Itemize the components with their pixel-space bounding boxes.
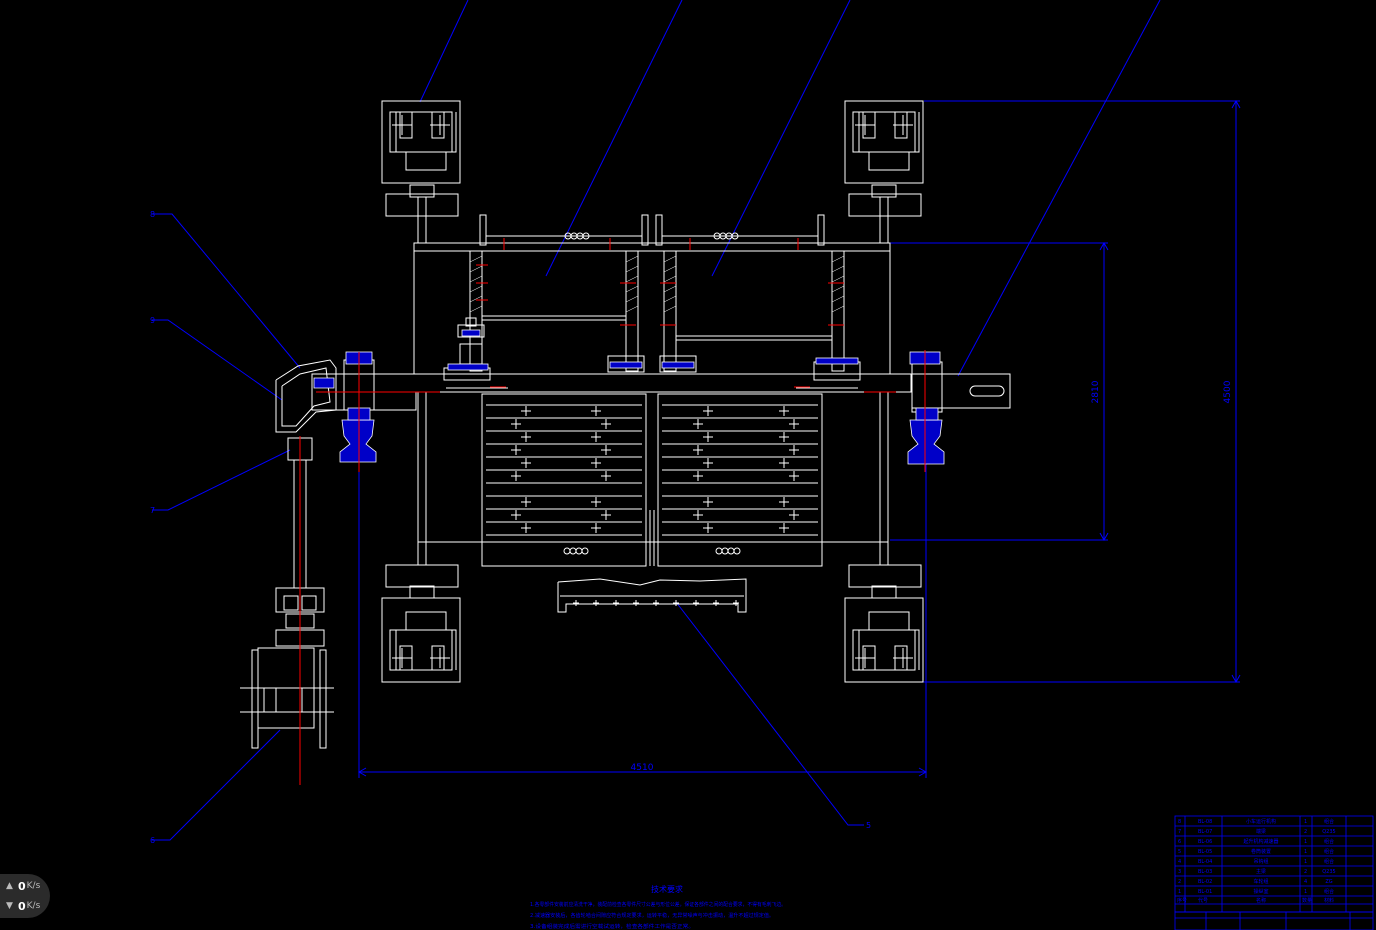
hatching: [469, 255, 845, 313]
bom-row-2-qty: 2: [1304, 829, 1307, 835]
bom-row-8-code: BL-01: [1198, 889, 1212, 895]
bom-header-name: 名称: [1256, 897, 1266, 904]
dim-bottom-width: 4510: [631, 763, 654, 773]
bom-row-3-mat: 组合: [1324, 838, 1334, 845]
bom-row-1-no: 8: [1178, 819, 1181, 825]
arrow-down-icon: ▼: [6, 901, 13, 911]
leader-lines: [152, 0, 1241, 841]
blue-filled-parts: [313, 329, 945, 465]
bom-row-1-name: 小车运行机构: [1246, 818, 1276, 825]
bom-row-2-name: 端梁: [1256, 828, 1266, 835]
upload-speed-unit: K/s: [26, 881, 41, 891]
download-speed-row: ▼ 0 K/s: [6, 897, 40, 915]
upload-speed-row: ▲ 0 K/s: [6, 877, 40, 895]
bom-row-6-qty: 2: [1304, 869, 1307, 875]
bom-row-6-no: 3: [1178, 869, 1181, 875]
bom-row-5-name: 吊钩组: [1253, 858, 1268, 865]
bom-row-2-code: BL-07: [1198, 829, 1212, 835]
download-speed-value: 0: [18, 899, 26, 913]
bom-row-1-code: BL-08: [1198, 819, 1212, 825]
bom-row-4-name: 卷筒装置: [1251, 848, 1271, 855]
balloon-8: 8: [150, 210, 155, 219]
notes-line-1: 1.各零部件安装前应清洗干净，装配前检查各零件尺寸公差与形位公差，保证各部件之间…: [530, 901, 786, 908]
bom-header-code: 代号: [1198, 897, 1208, 904]
bom-row-8-mat: 组合: [1324, 888, 1334, 895]
bom-row-4-mat: 组合: [1324, 848, 1334, 855]
bom-row-4-code: BL-05: [1198, 849, 1212, 855]
bom-row-8-qty: 1: [1304, 889, 1307, 895]
bom-row-7-mat: ZG: [1325, 879, 1332, 885]
bom-row-3-qty: 1: [1304, 839, 1307, 845]
bom-header-mat: 材料: [1324, 897, 1334, 904]
bom-row-3-code: BL-06: [1198, 839, 1212, 845]
bom-row-5-code: BL-04: [1198, 859, 1212, 865]
technical-notes: 技术要求 1.各零部件安装前应清洗干净，装配前检查各零件尺寸公差与形位公差，保证…: [530, 884, 786, 930]
network-speed-widget[interactable]: ▲ 0 K/s ▼ 0 K/s: [0, 874, 50, 918]
bom-row-6-name: 主梁: [1256, 868, 1266, 875]
bom-row-2-no: 7: [1178, 829, 1181, 835]
bom-row-8-name: 操纵室: [1253, 888, 1268, 895]
bom-row-5-qty: 1: [1304, 859, 1307, 865]
bom-row-3-no: 6: [1178, 839, 1181, 845]
notes-line-2: 2.减速器安装后，各齿轮啮合间隙应符合规定要求，运转平稳，无异常噪声与冲击振动，…: [530, 912, 774, 919]
bom-header-qty: 数量: [1302, 897, 1312, 904]
notes-line-3: 3.设备组装完成后需进行空载试运转，检查各部件工作是否正常。: [530, 923, 694, 930]
dim-overall-height: 4500: [1223, 380, 1233, 403]
bom-row-6-mat: Q235: [1322, 869, 1335, 875]
bom-row-7-name: 车轮组: [1253, 878, 1268, 885]
download-speed-unit: K/s: [26, 901, 41, 911]
bom-row-7-no: 2: [1178, 879, 1181, 885]
left-panel-lines: [486, 404, 642, 536]
title-block: [1174, 815, 1374, 930]
bom-rows: 8 BL-08 小车运行机构 1 组合 7 BL-07 端梁 2 Q235 6 …: [1177, 818, 1336, 904]
balloon-9: 9: [150, 316, 155, 325]
red-centerlines: [299, 238, 926, 785]
bom-row-1-qty: 1: [1304, 819, 1307, 825]
balloon-6: 6: [150, 836, 155, 845]
bom-row-7-code: BL-02: [1198, 879, 1212, 885]
bom-row-5-mat: 组合: [1324, 858, 1334, 865]
panel-crosses: [511, 406, 799, 606]
arrow-up-icon: ▲: [6, 881, 13, 891]
bom-row-6-code: BL-03: [1198, 869, 1212, 875]
bom-row-2-mat: Q235: [1322, 829, 1335, 835]
upload-speed-value: 0: [18, 879, 26, 893]
bom-header-no: 序号: [1177, 897, 1187, 904]
dim-middle-height: 2810: [1091, 380, 1101, 403]
notes-title: 技术要求: [651, 884, 683, 894]
bom-row-4-qty: 1: [1304, 849, 1307, 855]
right-panel-lines: [662, 404, 818, 536]
bom-row-7-qty: 4: [1304, 879, 1307, 885]
bom-row-8-no: 1: [1178, 889, 1181, 895]
bom-row-4-no: 5: [1178, 849, 1181, 855]
bom-row-5-no: 4: [1178, 859, 1181, 865]
bom-row-1-mat: 组合: [1324, 818, 1334, 825]
bom-row-3-name: 起升机构减速器: [1243, 838, 1278, 845]
balloon-7: 7: [150, 506, 155, 515]
balloon-5: 5: [866, 821, 871, 830]
